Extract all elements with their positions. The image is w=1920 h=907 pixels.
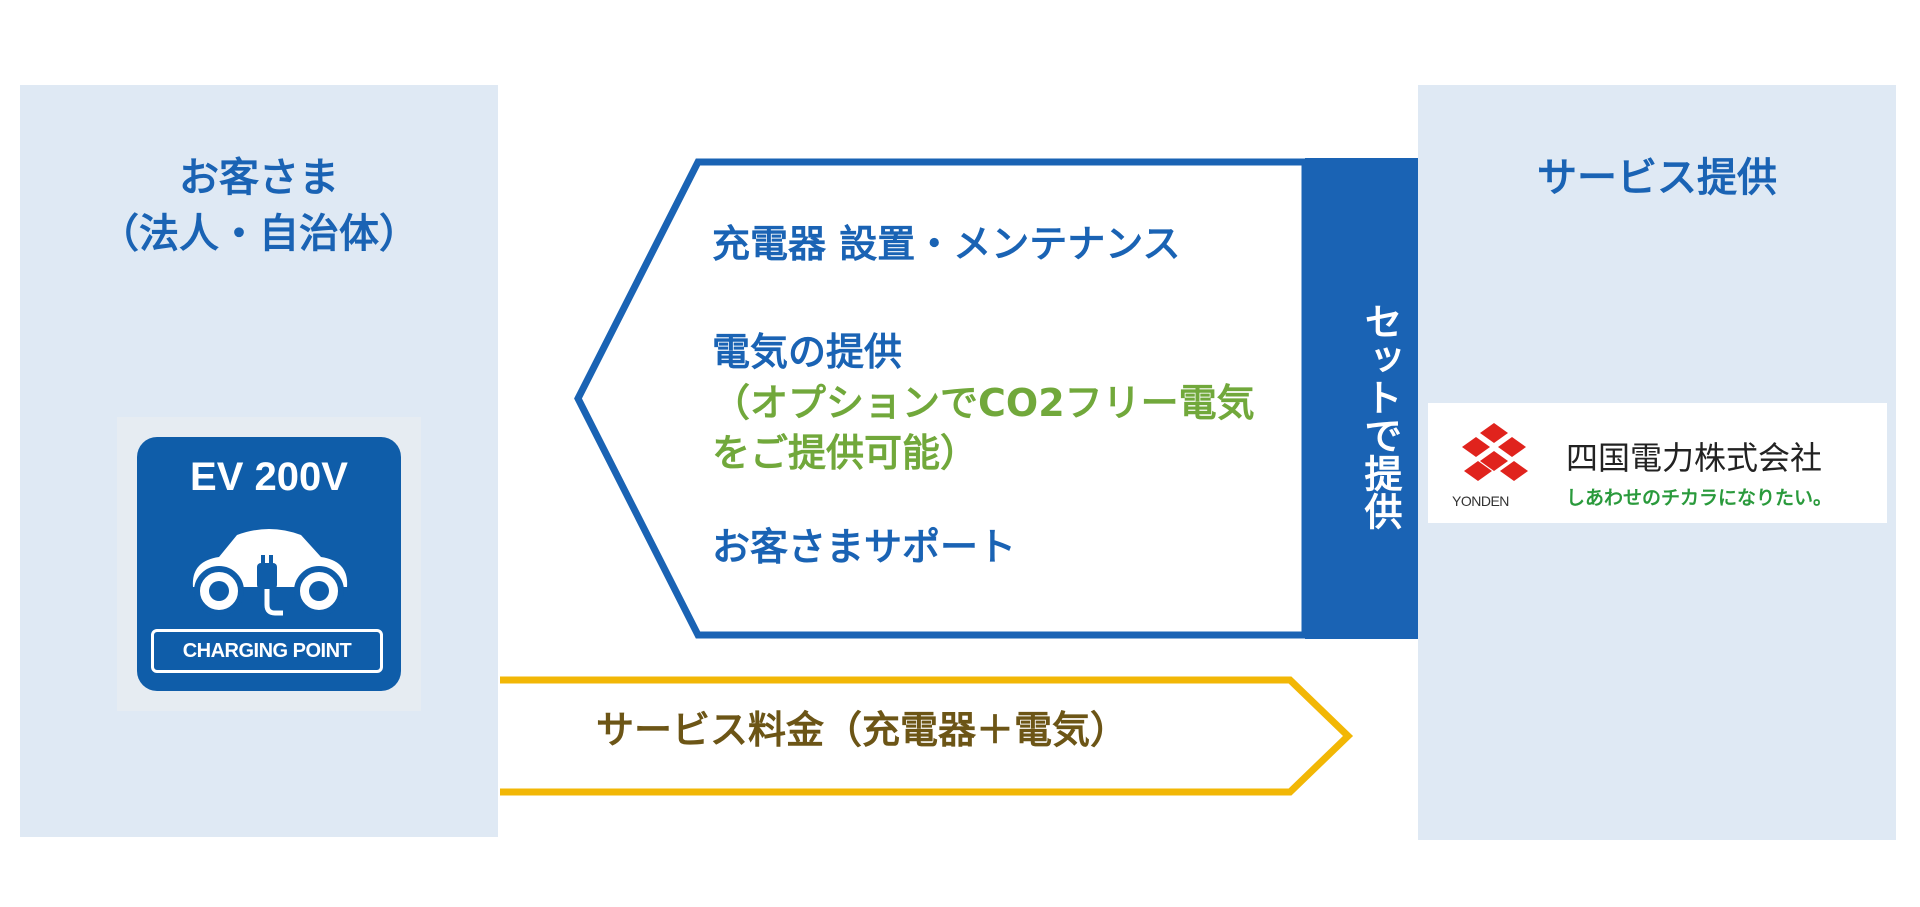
provider-title: サービス提供: [1537, 155, 1777, 201]
co2-option-line1: （オプションでCO2フリー電気: [712, 381, 1255, 425]
customer-title-line2: （法人・自治体）: [99, 211, 419, 257]
customer-title-line1: お客さま: [179, 155, 339, 201]
offer-item-electricity: 電気の提供: [712, 330, 903, 374]
car-plug-icon: [192, 529, 348, 616]
ev-sign-label-frame: CHARGING POINT: [151, 629, 383, 673]
ev-sign-title: EV 200V: [190, 455, 348, 499]
set-provision-label: セットで提供: [1358, 302, 1402, 530]
co2-option-line2: をご提供可能）: [712, 431, 979, 475]
company-slogan: しあわせのチカラになりたい。: [1566, 487, 1833, 509]
offer-item-charger-install: 充電器 設置・メンテナンス: [712, 222, 1181, 266]
ev-sign-label: CHARGING POINT: [182, 640, 352, 662]
company-name: 四国電力株式会社: [1566, 439, 1823, 477]
yonden-mark-icon: [1462, 423, 1528, 481]
ev-charging-sign: EV 200V CHARGING POINT: [137, 437, 401, 691]
offer-item-support: お客さまサポート: [712, 525, 1017, 569]
offer-item-co2-option: （オプションでCO2フリー電気 をご提供可能）: [712, 378, 1255, 478]
yonden-wordmark: YONDEN: [1452, 493, 1509, 509]
offer-arrow-outline: [574, 158, 1309, 639]
yonden-logo: YONDEN 四国電力株式会社 しあわせのチカラになりたい。: [1428, 403, 1887, 523]
ev-charging-sign-box: EV 200V CHARGING POINT: [117, 417, 421, 711]
customer-title: お客さま （法人・自治体）: [20, 150, 498, 262]
service-fee-label: サービス料金（充電器＋電気）: [596, 708, 1129, 752]
fee-arrow-outline: [500, 676, 1354, 796]
set-provision-band: [1305, 158, 1418, 639]
